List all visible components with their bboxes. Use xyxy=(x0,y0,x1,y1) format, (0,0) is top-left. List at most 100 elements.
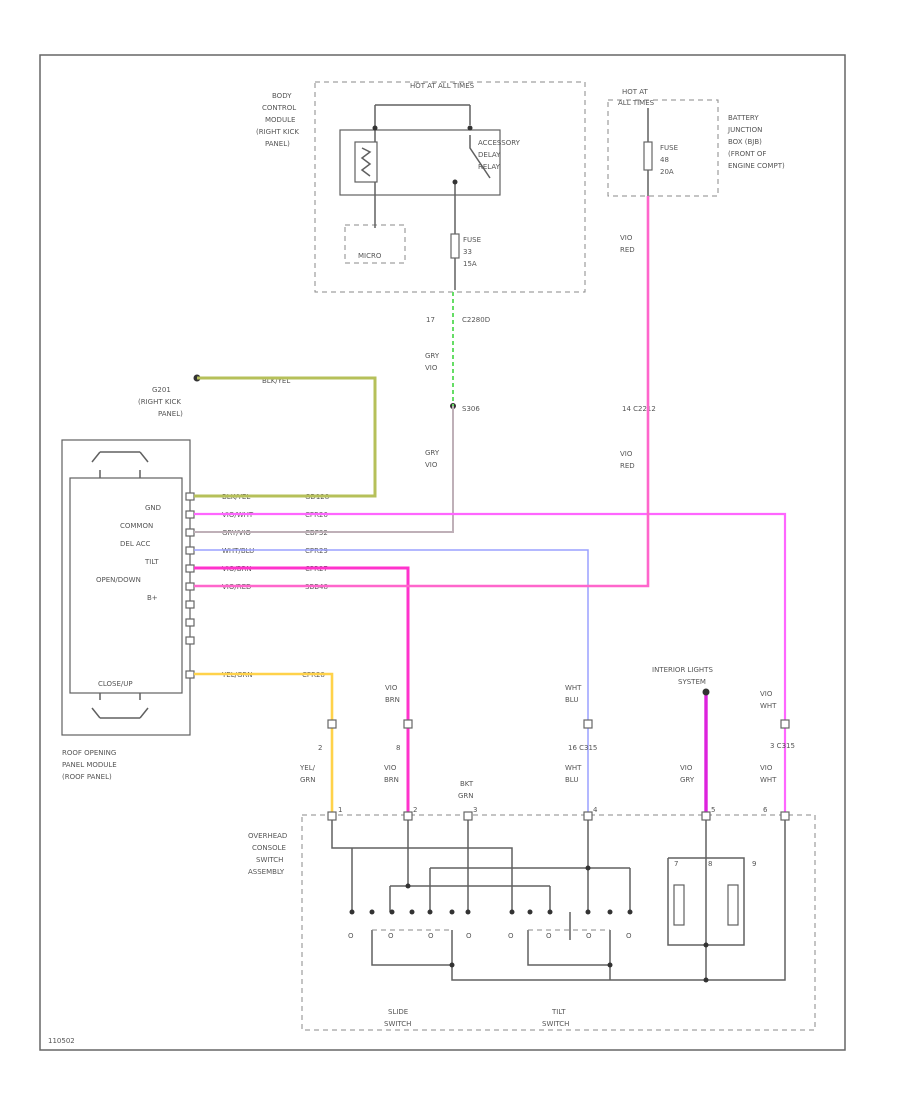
bcm-dashed-outline xyxy=(314,81,586,293)
wht-blu-a2: BLU xyxy=(565,696,578,704)
vio-brn-b2: BRN xyxy=(384,776,399,784)
roof-module-inner xyxy=(69,477,183,694)
svg-text:FUSE: FUSE xyxy=(660,144,678,152)
vio-brn-a1: VIO xyxy=(385,684,398,692)
svg-text:CONTROL: CONTROL xyxy=(262,104,296,112)
svg-text:O: O xyxy=(586,932,592,940)
svg-text:15A: 15A xyxy=(463,260,477,268)
inline-connectors xyxy=(327,719,790,729)
wire-vio-wht xyxy=(194,512,787,812)
svg-text:33: 33 xyxy=(463,248,472,256)
module-pin-common: COMMON xyxy=(120,522,153,530)
wire-gry-vio-lower xyxy=(194,406,454,533)
c315-3-label: 3 C315 xyxy=(770,742,795,750)
roof-module-label: ROOF OPENING PANEL MODULE (ROOF PANEL) xyxy=(62,749,117,781)
vio-brn-b1: VIO xyxy=(384,764,397,772)
diagram-frame xyxy=(39,54,846,1051)
svg-text:9: 9 xyxy=(752,860,756,868)
svg-text:PANEL MODULE: PANEL MODULE xyxy=(62,761,117,769)
svg-text:(RIGHT KICK: (RIGHT KICK xyxy=(138,398,181,406)
svg-text:BOX (BJB): BOX (BJB) xyxy=(728,138,762,146)
s306-label: S306 xyxy=(462,405,480,413)
bjb-label: BATTERY JUNCTION BOX (BJB) (FRONT OF ENG… xyxy=(727,114,785,170)
module-pin-bplus: B+ xyxy=(147,594,158,602)
wire-yel-grn xyxy=(194,672,334,812)
bjb-dashed-outline xyxy=(607,99,719,197)
svg-text:4: 4 xyxy=(593,806,598,814)
gry-vio-2a-label: GRY xyxy=(425,449,440,457)
svg-text:O: O xyxy=(466,932,472,940)
yel-grn-1: YEL/ xyxy=(299,764,316,772)
lamp-terminal-labels: 7 8 9 xyxy=(674,860,756,868)
wire-vio-red xyxy=(194,196,650,588)
svg-text:INTERIOR LIGHTS: INTERIOR LIGHTS xyxy=(652,666,713,674)
svg-text:BODY: BODY xyxy=(272,92,292,100)
hot-at-all-times-label: HOT AT ALL TIMES xyxy=(410,82,475,90)
vio-wht-a1: VIO xyxy=(760,690,773,698)
svg-text:ACCESSORY: ACCESSORY xyxy=(478,139,521,147)
module-pin-close-up: CLOSE/UP xyxy=(98,680,133,688)
vio-gry-1: VIO xyxy=(680,764,693,772)
fuse-48 xyxy=(643,141,653,171)
map-lamp-right-icon xyxy=(727,884,739,926)
module-top-symbol xyxy=(91,451,149,478)
accessory-delay-relay-box xyxy=(339,129,501,196)
svg-text:O: O xyxy=(626,932,632,940)
w4-color: WHT/BLU xyxy=(222,547,254,555)
svg-text:CONSOLE: CONSOLE xyxy=(252,844,286,852)
module-pin-gnd: GND xyxy=(145,504,161,512)
overhead-console-outline xyxy=(301,814,816,1031)
vio-red-1b-label: RED xyxy=(620,246,635,254)
svg-text:SWITCH: SWITCH xyxy=(542,1020,569,1028)
svg-text:SLIDE: SLIDE xyxy=(388,1008,408,1016)
svg-text:O: O xyxy=(508,932,514,940)
c2280d-label: C2280D xyxy=(462,316,490,324)
svg-text:(RIGHT KICK: (RIGHT KICK xyxy=(256,128,299,136)
svg-text:ALL TIMES: ALL TIMES xyxy=(618,99,655,107)
vio-red-2a-label: VIO xyxy=(620,450,633,458)
overhead-console-label: OVERHEAD CONSOLE SWITCH ASSEMBLY xyxy=(248,832,287,876)
svg-text:ENGINE COMPT): ENGINE COMPT) xyxy=(728,162,785,170)
relay-node-2 xyxy=(467,125,473,131)
svg-text:MODULE: MODULE xyxy=(265,116,295,124)
vio-red-2b-label: RED xyxy=(620,462,635,470)
svg-text:O: O xyxy=(428,932,434,940)
svg-text:5: 5 xyxy=(711,806,715,814)
bcm-label: BODY CONTROL MODULE (RIGHT KICK PANEL) xyxy=(256,92,299,148)
svg-text:G201: G201 xyxy=(152,386,171,394)
hot-at-all-times-bjb-label: HOT AT ALL TIMES xyxy=(618,88,655,107)
vio-brn-a2: BRN xyxy=(385,696,400,704)
wht-blu-b1: WHT xyxy=(565,764,582,772)
relay-node-3 xyxy=(452,179,458,185)
relay-switch-contact xyxy=(469,135,491,179)
svg-text:JUNCTION: JUNCTION xyxy=(727,126,762,134)
wht-blu-b2: BLU xyxy=(565,776,578,784)
g201-label: G201 (RIGHT KICK PANEL) xyxy=(138,386,183,418)
wire-vio-brn xyxy=(194,566,410,812)
slide-switch-label: SLIDE SWITCH xyxy=(384,1008,411,1028)
vio-gry-2: GRY xyxy=(680,776,695,784)
svg-text:2: 2 xyxy=(413,806,417,814)
footer-code: 110502 xyxy=(48,1037,75,1045)
wire-wht-blu xyxy=(194,549,589,812)
relay-node-1 xyxy=(372,125,378,131)
vio-red-1a-label: VIO xyxy=(620,234,633,242)
relay-coil xyxy=(354,141,378,183)
c2212-label: 14 C2212 xyxy=(622,405,656,413)
svg-text:48: 48 xyxy=(660,156,669,164)
svg-text:TILT: TILT xyxy=(551,1008,566,1016)
svg-text:ASSEMBLY: ASSEMBLY xyxy=(248,868,285,876)
module-pin-open-down: OPEN/DOWN xyxy=(96,576,141,584)
svg-text:BATTERY: BATTERY xyxy=(728,114,759,122)
interior-lights-label: INTERIOR LIGHTS SYSTEM xyxy=(652,666,713,686)
relay-internal-wiring xyxy=(374,104,471,290)
svg-text:SYSTEM: SYSTEM xyxy=(678,678,706,686)
svg-text:ROOF OPENING: ROOF OPENING xyxy=(62,749,116,757)
c315-16-label: 16 C315 xyxy=(568,744,597,752)
svg-text:6: 6 xyxy=(763,806,768,814)
module-bottom-symbol xyxy=(91,693,149,719)
fuse-33-label: FUSE 33 15A xyxy=(463,236,481,268)
svg-text:(ROOF PANEL): (ROOF PANEL) xyxy=(62,773,112,781)
relay-coil-winding xyxy=(360,147,372,177)
